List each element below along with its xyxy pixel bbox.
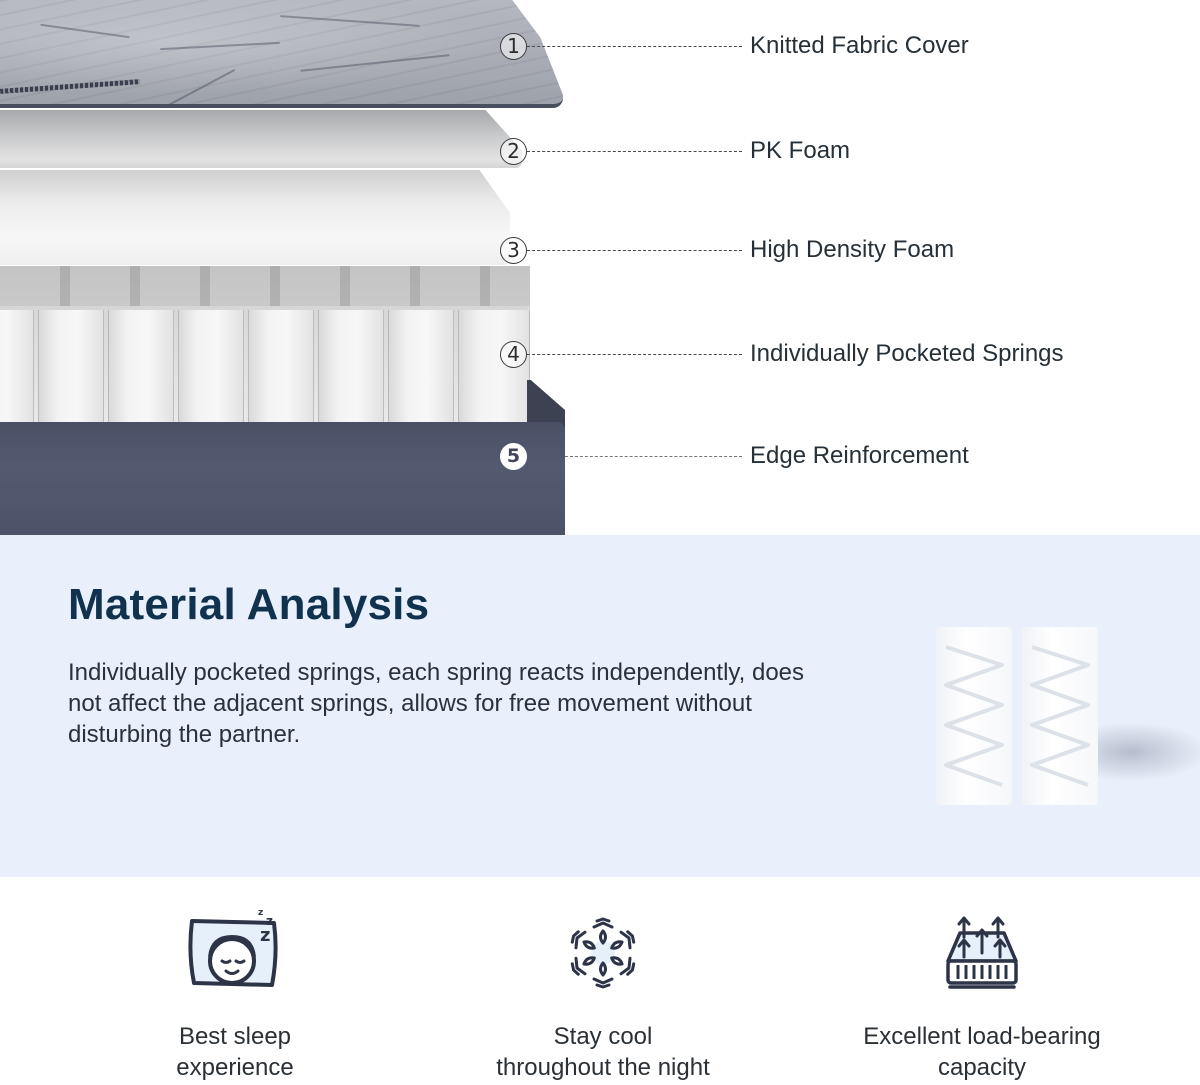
spring-pocket [318, 310, 384, 422]
spring-pocket [108, 310, 174, 422]
callout-pk-foam: 2 PK Foam [500, 137, 850, 165]
dashed-leader-line [527, 45, 742, 47]
feature-label: Best sleep experience [75, 1021, 395, 1083]
number-badge: 3 [500, 236, 527, 264]
spring-pocket-left [936, 627, 1012, 805]
fabric-pattern-line [280, 15, 420, 27]
dashed-leader-line [527, 353, 742, 355]
section-title: Material Analysis [68, 580, 430, 629]
cover-zipper-seam [0, 79, 141, 94]
spring-pocket [248, 310, 314, 422]
features-row: z z z Best sleep experience [0, 877, 1200, 1085]
material-analysis-section: Material Analysis Individually pocketed … [0, 535, 1200, 877]
pocketed-spring-illustration [930, 627, 1200, 807]
callout-pocketed-springs: 4 Individually Pocketed Springs [500, 340, 1064, 368]
snowflake-icon [563, 917, 643, 994]
feature-label: Stay cool throughout the night [443, 1021, 763, 1083]
feature-label-line1: Stay cool [553, 1023, 653, 1050]
fabric-pattern-line [300, 54, 450, 72]
number-badge: 4 [500, 340, 527, 368]
mattress-layer-diagram: 1 Knitted Fabric Cover 2 PK Foam 3 High … [0, 0, 1200, 535]
layer-high-density-foam [0, 170, 510, 265]
layer-edge-reinforcement [0, 422, 565, 535]
dashed-leader-line [565, 455, 742, 457]
layer-knitted-fabric-cover [0, 0, 563, 108]
dashed-leader-line [527, 249, 742, 251]
spring-pocket [0, 310, 34, 422]
number-badge: 2 [500, 137, 527, 165]
spring-pocket [388, 310, 454, 422]
spring-pocket-right [1022, 627, 1098, 805]
spring-shadow [1098, 722, 1200, 782]
feature-label-line1: Best sleep [178, 1023, 292, 1050]
spring-pocket [178, 310, 244, 422]
number-badge: 1 [500, 32, 527, 60]
section-description: Individually pocketed springs, each spri… [68, 659, 805, 748]
feature-label-line2: capacity [937, 1054, 1027, 1081]
coil-spring-icon [944, 645, 1004, 787]
fabric-pattern-line [154, 68, 236, 108]
callout-label: Knitted Fabric Cover [750, 32, 969, 59]
callout-label: Individually Pocketed Springs [750, 340, 1064, 367]
callout-label: Edge Reinforcement [750, 442, 969, 469]
fabric-pattern-line [160, 41, 280, 51]
mattress-load-arrows-icon [942, 915, 1022, 1000]
callout-knitted-fabric-cover: 1 Knitted Fabric Cover [500, 32, 969, 60]
callout-edge-reinforcement: 5 Edge Reinforcement [500, 442, 969, 470]
feature-label: Excellent load-bearing capacity [822, 1021, 1142, 1083]
svg-text:z: z [260, 925, 270, 946]
svg-text:z: z [266, 914, 273, 928]
feature-label-line2: throughout the night [496, 1054, 710, 1081]
callout-high-density-foam: 3 High Density Foam [500, 236, 954, 264]
sleeping-face-pillow-icon: z z z [180, 905, 290, 1000]
spring-top-row [0, 266, 530, 306]
layer-pocketed-springs [0, 266, 530, 422]
feature-label-line2: experience [176, 1054, 294, 1081]
svg-text:z: z [258, 908, 263, 918]
fabric-pattern-line [40, 23, 130, 39]
spring-pocket [38, 310, 104, 422]
feature-label-line1: Excellent load-bearing [863, 1023, 1101, 1050]
callout-label: High Density Foam [750, 236, 955, 263]
coil-spring-icon [1030, 645, 1090, 787]
number-badge: 5 [500, 442, 527, 470]
dashed-leader-line [527, 150, 742, 152]
layer-pk-foam [0, 110, 522, 168]
callout-label: PK Foam [750, 137, 851, 164]
